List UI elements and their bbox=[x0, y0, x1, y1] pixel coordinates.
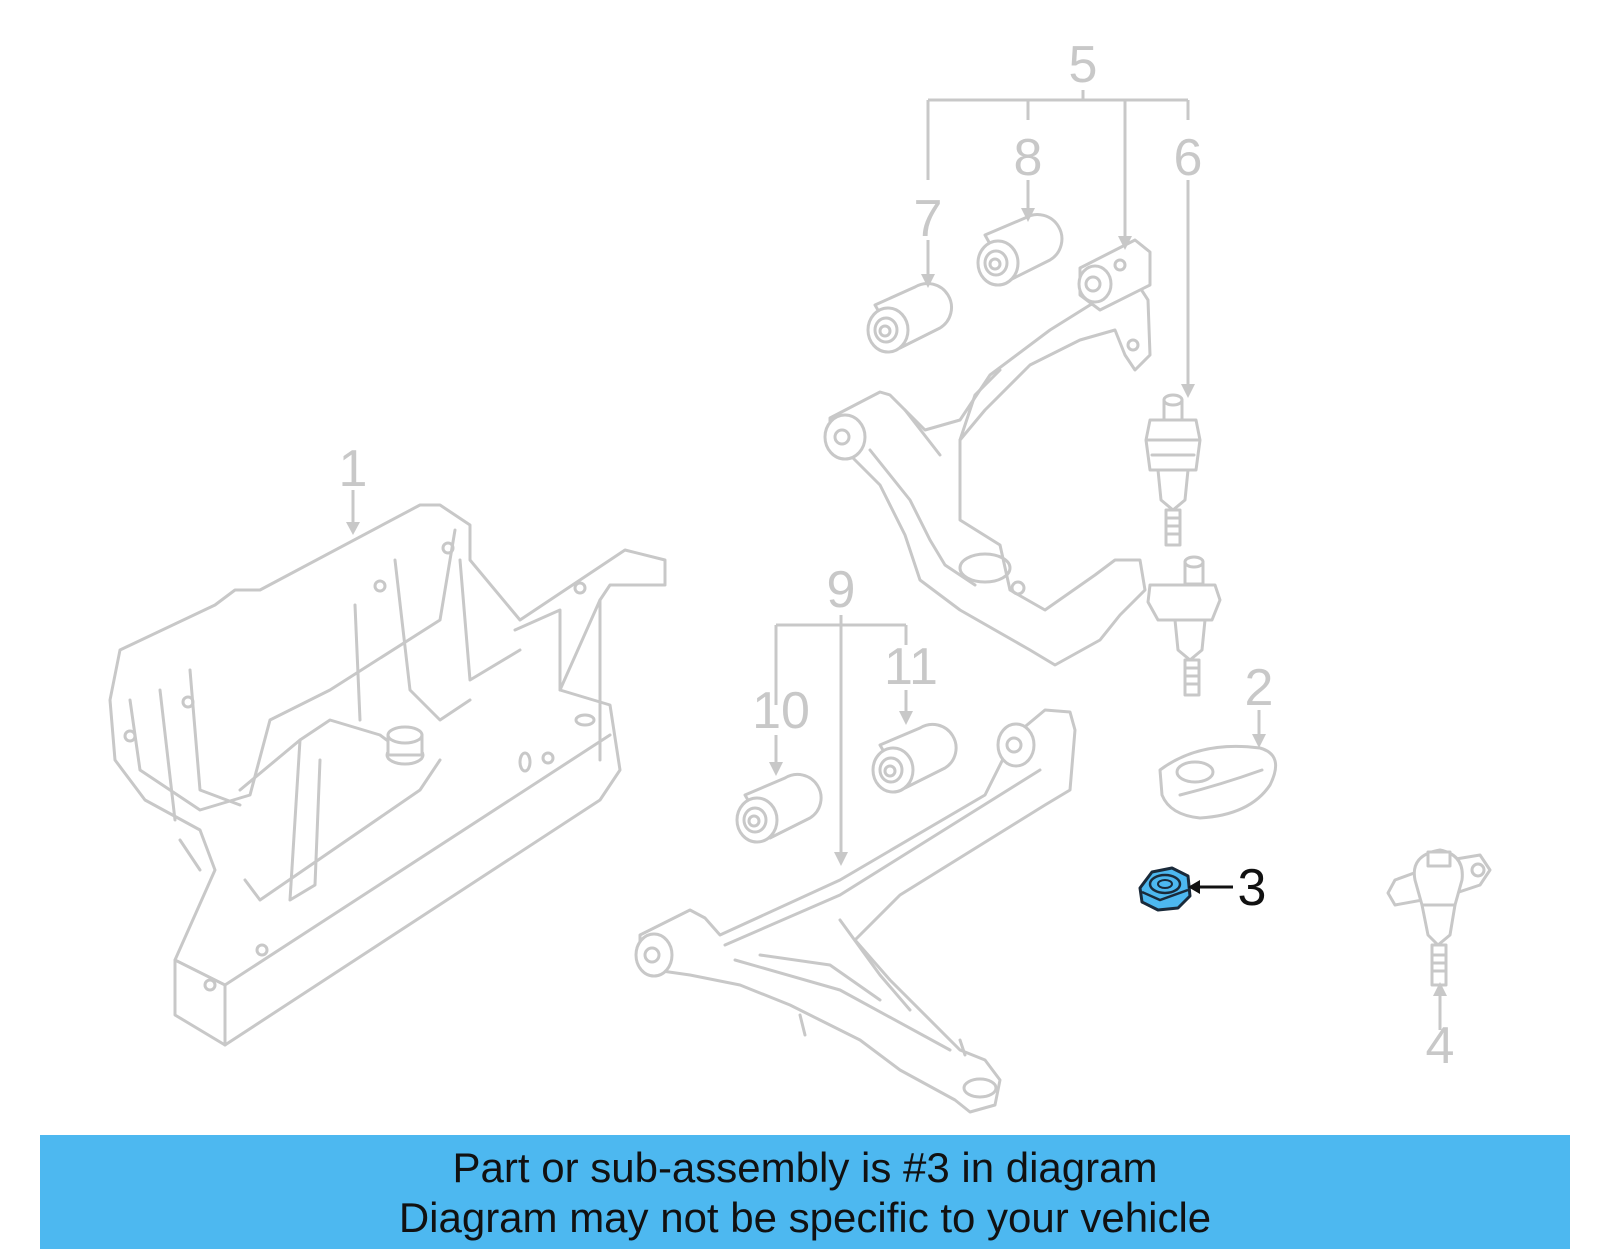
callout-7: 7 bbox=[914, 190, 943, 248]
callout-3[interactable]: 3 bbox=[1238, 859, 1267, 917]
callout-9: 9 bbox=[827, 561, 856, 619]
part-8-bushing bbox=[976, 213, 1064, 287]
part-7-bushing bbox=[866, 282, 953, 354]
callout-6: 6 bbox=[1174, 129, 1203, 187]
callout-2: 2 bbox=[1245, 659, 1274, 717]
info-banner: Part or sub-assembly is #3 in diagram Di… bbox=[40, 1135, 1570, 1249]
banner-line-2: Diagram may not be specific to your vehi… bbox=[398, 1194, 1212, 1241]
part-6-upper-ball-joint bbox=[1144, 393, 1202, 547]
banner-line-1: Part or sub-assembly is #3 in diagram bbox=[452, 1144, 1158, 1191]
part-11-bushing bbox=[871, 722, 958, 794]
part-3-nut-highlighted[interactable] bbox=[1138, 866, 1192, 912]
part-4-ball-joint bbox=[1386, 848, 1492, 987]
callout-1: 1 bbox=[339, 440, 368, 498]
part-2-cover bbox=[1158, 744, 1278, 820]
part-9-lower-control-arm bbox=[634, 708, 1077, 1114]
part-5-lower-ball-joint bbox=[1146, 555, 1222, 697]
callout-labels: 1 5 8 6 7 9 11 10 2 3 4 bbox=[339, 36, 1455, 1075]
part-5-upper-control-arm bbox=[823, 238, 1152, 667]
callout-11: 11 bbox=[884, 638, 938, 696]
callout-4: 4 bbox=[1426, 1017, 1455, 1075]
callout-8: 8 bbox=[1014, 129, 1043, 187]
part-1-crossmember bbox=[108, 503, 667, 1047]
callout-10: 10 bbox=[752, 682, 810, 740]
leader-lines bbox=[346, 90, 1447, 1030]
callout-5: 5 bbox=[1069, 36, 1098, 94]
part-10-bushing bbox=[735, 772, 823, 844]
